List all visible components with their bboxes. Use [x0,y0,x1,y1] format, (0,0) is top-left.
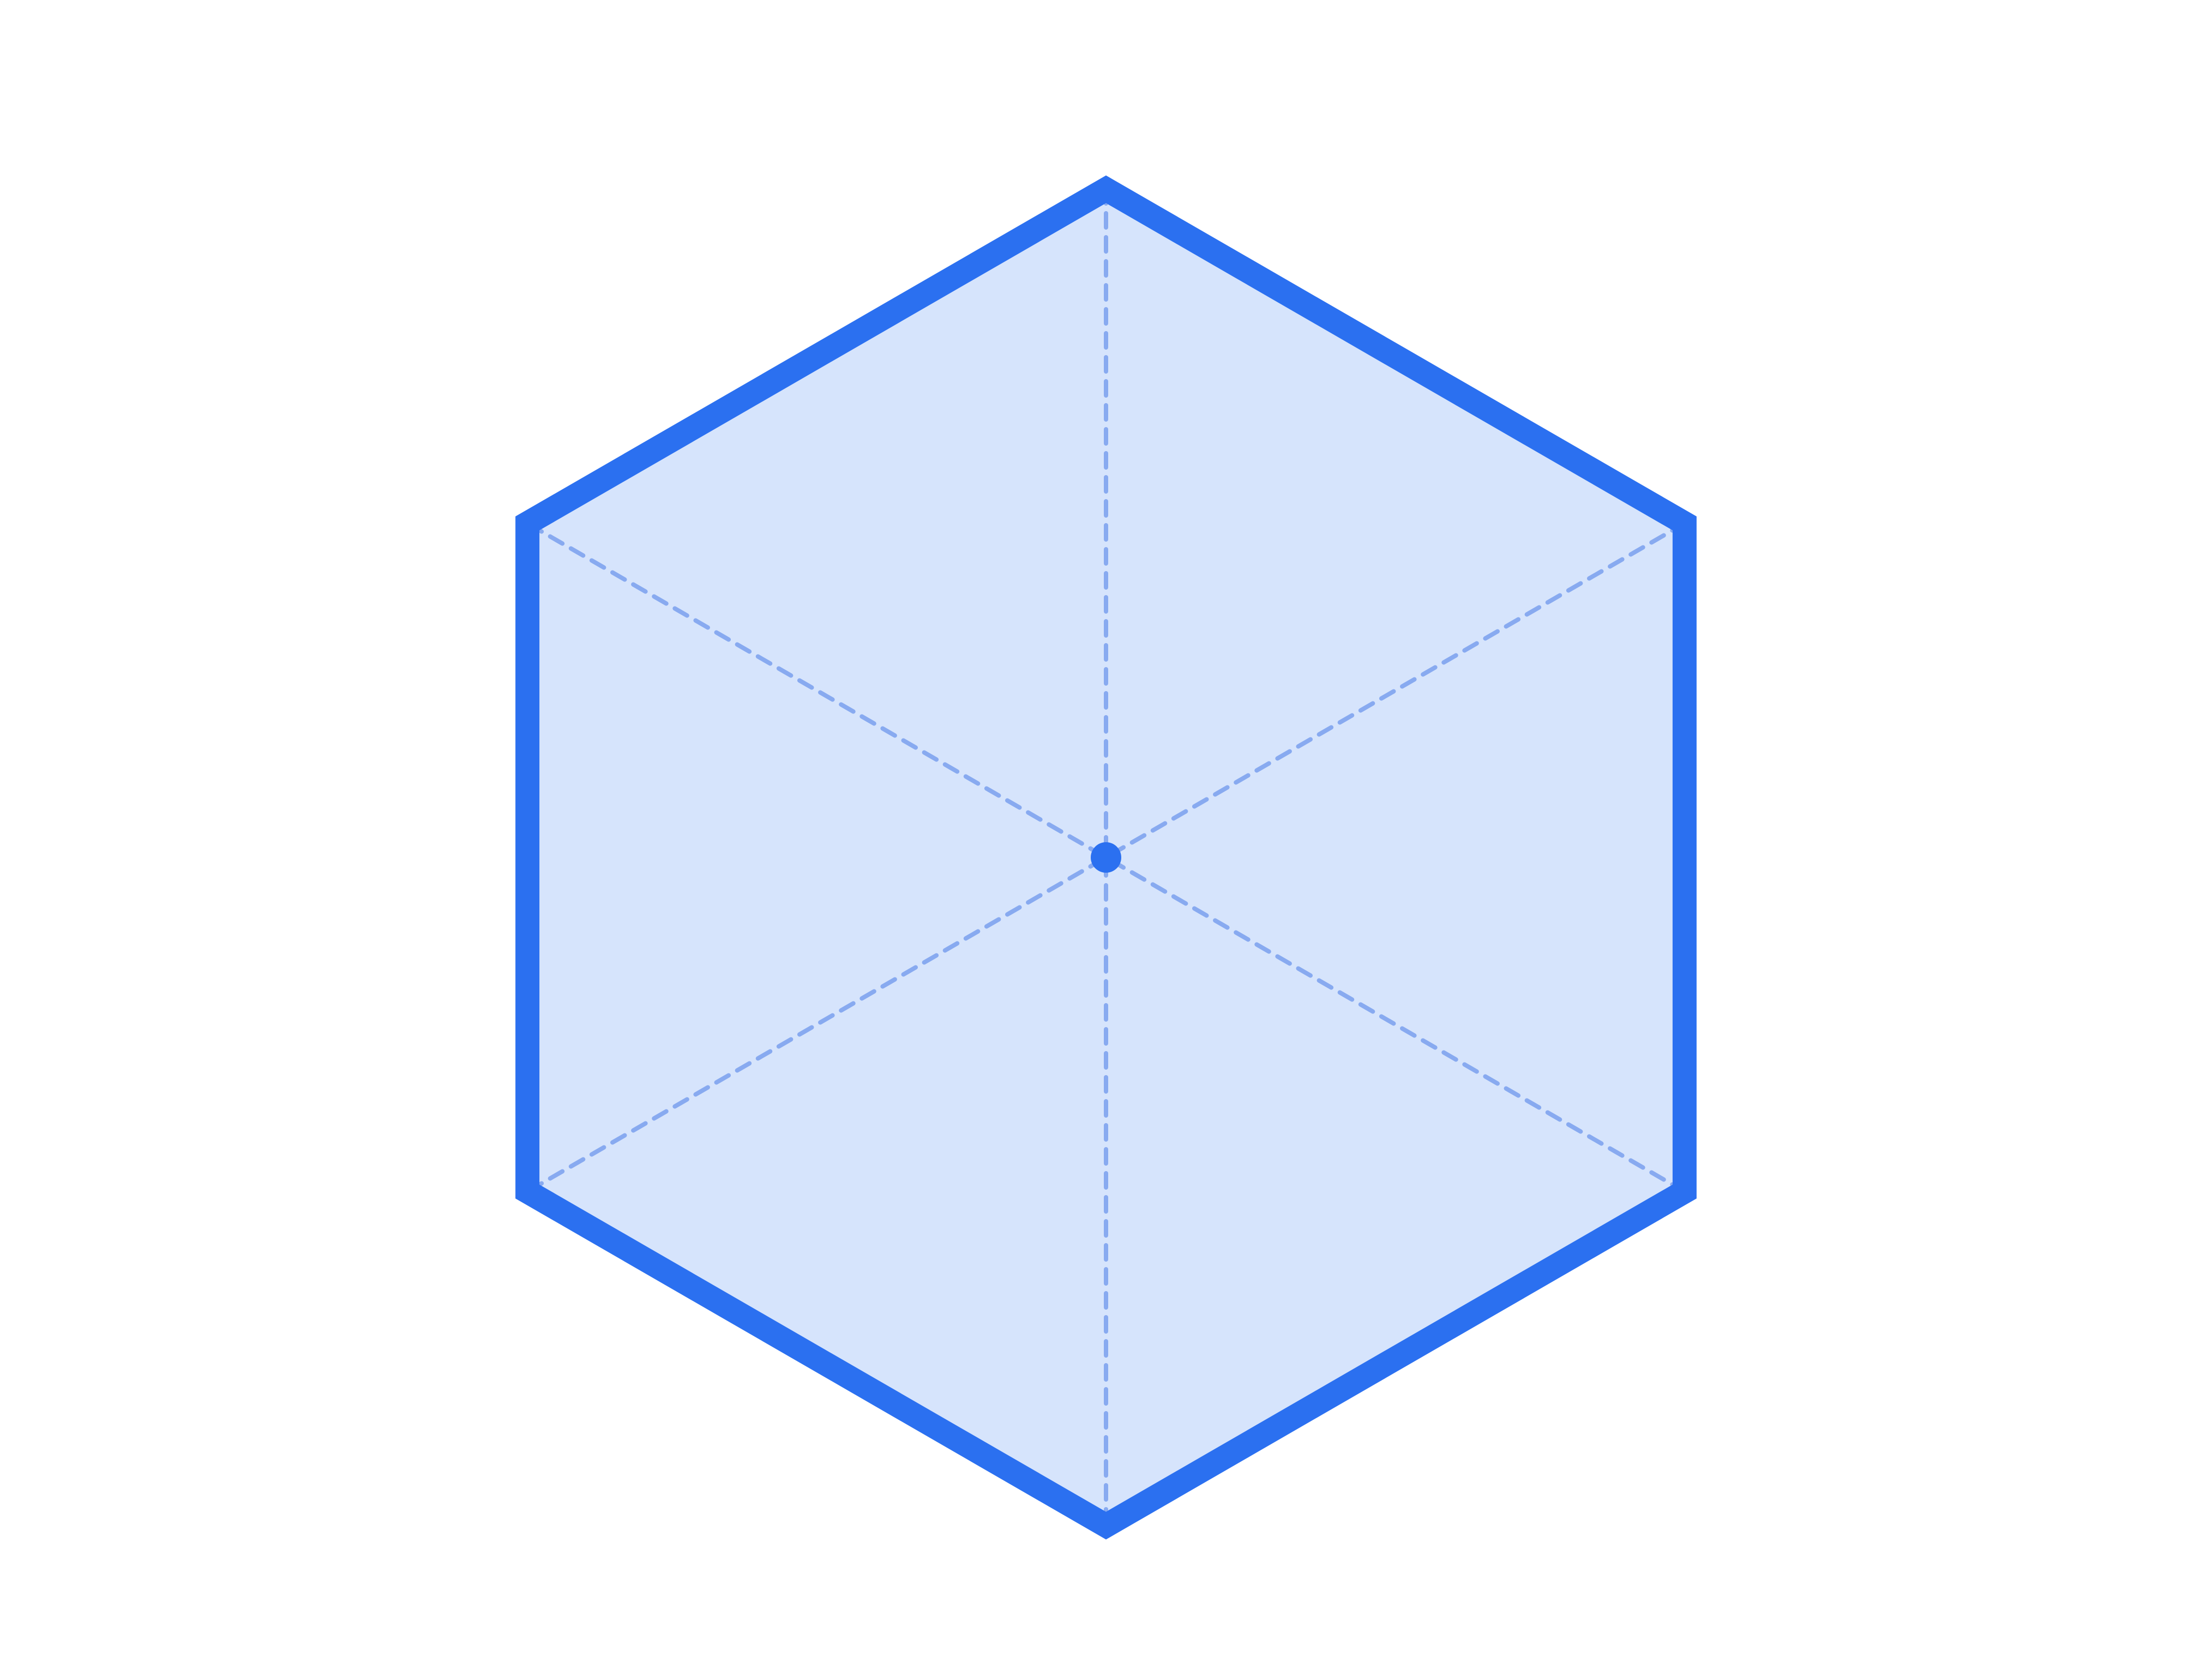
diagonal-descending [525,521,1687,1194]
center-point [1091,842,1121,873]
diagonal-ascending [525,521,1687,1194]
diagonals-group [525,187,1687,1528]
hexagon-outline [515,175,1697,1540]
